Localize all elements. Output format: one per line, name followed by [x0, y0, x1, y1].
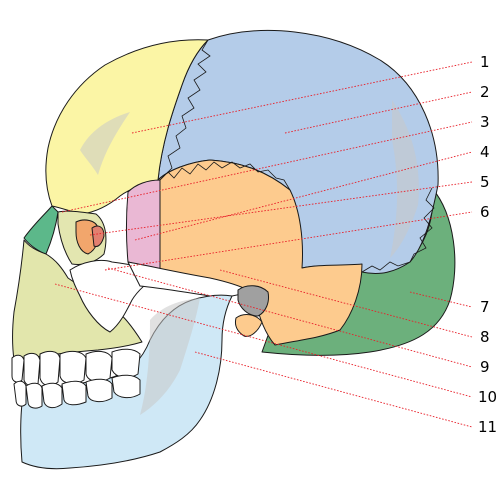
label-5: 5: [480, 173, 490, 191]
leader-line-5: [89, 181, 473, 236]
leader-line-9: [107, 267, 473, 368]
frontal-shadow: [80, 112, 130, 175]
leader-line-3: [61, 121, 473, 213]
tooth: [41, 382, 63, 409]
label-3: 3: [480, 113, 490, 131]
tooth: [59, 350, 87, 384]
nasal-bone: [23, 205, 59, 255]
label-7: 7: [480, 298, 490, 316]
tooth: [85, 378, 113, 403]
mandible-shadow: [140, 298, 200, 415]
tooth: [13, 380, 27, 407]
sphenoid-bone: [126, 179, 161, 271]
label-10: 10: [478, 388, 497, 406]
label-2: 2: [480, 83, 490, 101]
leader-line-11: [194, 351, 473, 428]
leader-line-6: [104, 211, 473, 271]
squamosal-suture: [159, 161, 291, 191]
ethmoid-bone: [91, 225, 105, 247]
lambdoid-suture: [361, 187, 435, 273]
label-9: 9: [480, 358, 490, 376]
tooth: [85, 350, 113, 382]
label-4: 4: [480, 143, 490, 161]
coronal-suture: [159, 39, 211, 181]
tooth: [11, 354, 25, 383]
label-numbers: 1 2 3 4 5 6 7 8 9 10 11: [478, 53, 497, 436]
ear-canal: [237, 285, 269, 317]
mastoid-process: [235, 314, 263, 337]
parietal-shadow: [390, 100, 419, 258]
leader-line-7: [409, 291, 473, 308]
tooth: [111, 374, 141, 399]
leader-line-4: [134, 151, 473, 241]
tooth: [61, 380, 87, 406]
label-8: 8: [480, 328, 490, 346]
tooth: [23, 352, 41, 387]
tooth: [111, 348, 141, 378]
label-6: 6: [480, 203, 490, 221]
lower-teeth: [13, 374, 141, 409]
tooth: [25, 382, 43, 409]
tooth: [39, 350, 61, 386]
leader-line-1: [131, 61, 473, 134]
leader-lines: [54, 61, 473, 428]
upper-teeth: [11, 348, 141, 387]
label-1: 1: [480, 53, 490, 71]
label-11: 11: [478, 418, 497, 436]
